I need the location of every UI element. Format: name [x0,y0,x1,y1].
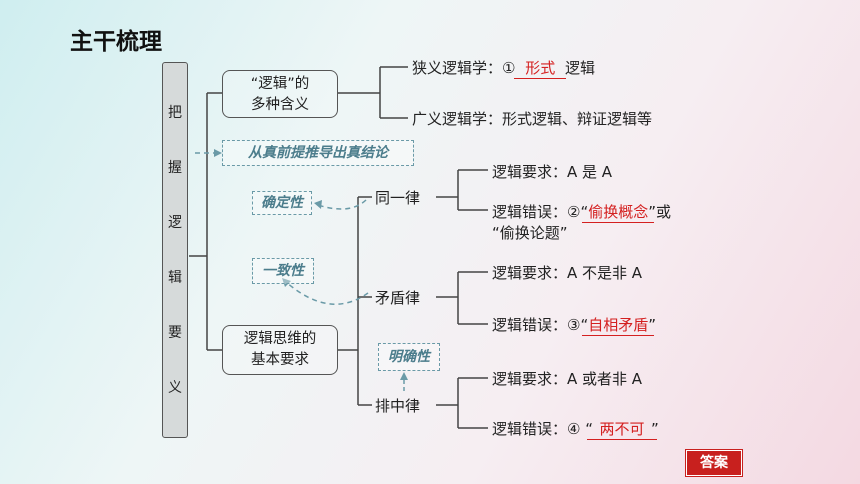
broad-logic-text: 广义逻辑学：形式逻辑、辩证逻辑等 [412,110,653,128]
consistency-note: 一致性 [252,258,314,284]
text-prefix: 逻辑错误：③“ [492,316,589,334]
narrow-logic-text: 狭义逻辑学：① 形式 逻辑 [412,57,595,79]
root-node: 把 握 逻 辑 要 义 [162,62,188,438]
answer-blank: 两不可 [587,418,657,440]
text-suffix: ” [648,316,657,334]
text-suffix: ”或 [648,203,672,221]
identity-requirement: 逻辑要求：A 是 A [492,163,613,181]
excluded-middle-requirement: 逻辑要求：A 或者非 A [492,370,643,388]
excluded-middle-error: 逻辑错误：④ “两不可” [492,418,659,440]
contradiction-error: 逻辑错误：③“自相矛盾” [492,314,657,336]
contradiction-law-label: 矛盾律 [375,289,421,307]
root-char: 逻 [168,214,182,231]
box-line: 逻辑思维的 [243,331,317,347]
certainty-note: 确定性 [252,191,312,215]
root-char: 辑 [168,269,182,286]
text-suffix: ” [651,420,659,438]
text-prefix: 狭义逻辑学：① [412,59,521,77]
thinking-requirements-box: 逻辑思维的 基本要求 [222,325,338,375]
answer-blank: 自相矛盾 [582,316,655,336]
box-line: 基本要求 [251,352,309,368]
identity-error: 逻辑错误：②“偷换概念”或 [492,201,672,223]
identity-law-label: 同一律 [375,189,421,207]
contradiction-requirement: 逻辑要求：A 不是非 A [492,264,643,282]
answer-button[interactable]: 答案 [686,450,742,476]
root-char: 把 [168,104,182,121]
answer-blank: 偷换概念 [582,203,655,223]
text-prefix: 逻辑错误：②“ [492,203,589,221]
conclusion-note: 从真前提推导出真结论 [222,140,414,166]
clarity-note: 明确性 [378,343,440,371]
excluded-middle-law-label: 排中律 [375,397,421,415]
root-char: 义 [168,379,182,396]
text-suffix: 逻辑 [560,59,595,77]
logic-meaning-box: “逻辑”的 多种含义 [222,70,338,118]
root-char: 要 [168,324,182,341]
box-line: “逻辑”的 [250,76,310,92]
box-line: 多种含义 [251,97,309,113]
answer-blank: 形式 [514,57,567,79]
identity-error-line2: “偷换论题” [492,224,568,242]
text-prefix: 逻辑错误：④ “ [492,420,593,438]
page-title: 主干梳理 [70,29,162,55]
root-char: 握 [168,159,182,176]
